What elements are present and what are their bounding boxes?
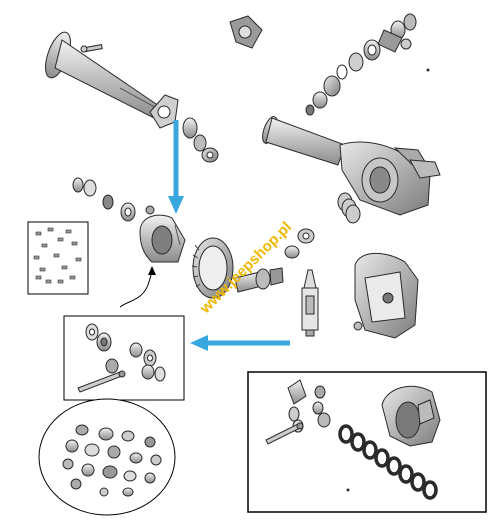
carrier-bearings-left [72, 177, 136, 222]
differential-internals-box [63, 315, 185, 401]
callout-pointer-head [148, 266, 156, 275]
pinion-bearings [284, 228, 315, 259]
vent-bracket [229, 15, 263, 49]
axle-bearing-set [182, 117, 219, 163]
pinion-gear [234, 267, 284, 293]
sealant-tube [301, 269, 319, 337]
bolt-set-box [27, 221, 89, 295]
axle-shaft [45, 31, 168, 122]
bearing-kit-oval [38, 398, 176, 516]
retainer-plate [149, 94, 179, 129]
locker-kit-box [247, 371, 487, 513]
spring-seat [337, 192, 361, 224]
axle-housing [262, 116, 441, 216]
stray-dot [426, 68, 430, 72]
wheel-stud [80, 44, 103, 53]
sealant-to-internals-arrow [190, 335, 290, 351]
differential-case [139, 205, 186, 263]
axle-to-carrier-arrow [168, 120, 184, 214]
pinion-parts-row [305, 13, 417, 116]
differential-cover [353, 252, 419, 339]
stray-dot [346, 488, 350, 492]
ring-gear [191, 237, 234, 299]
callout-pointer [119, 271, 153, 308]
